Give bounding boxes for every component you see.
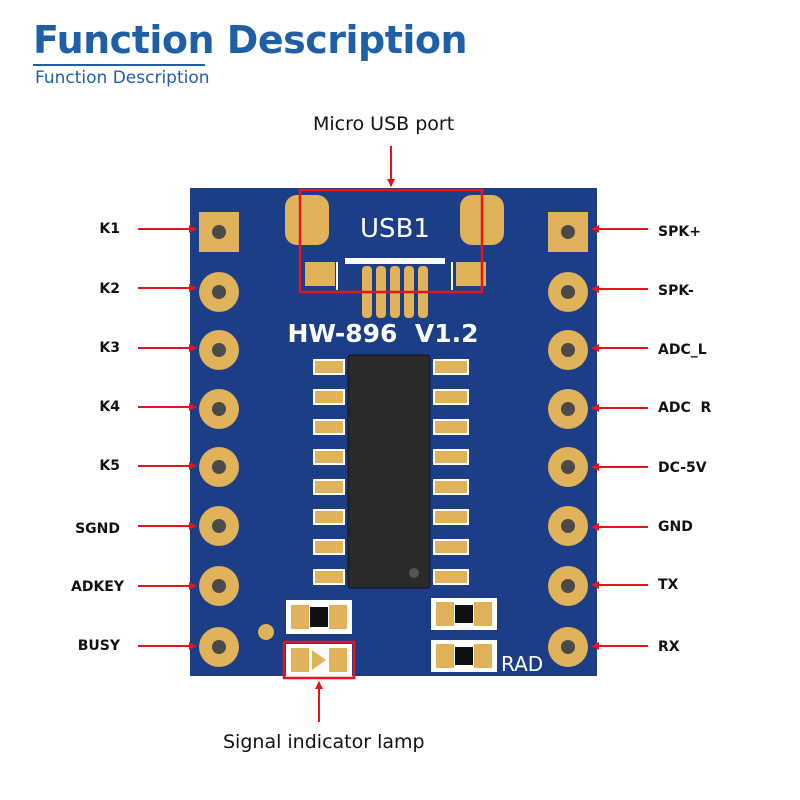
pin-label-sgnd: SGND <box>75 521 120 537</box>
usb-callout-label: Micro USB port <box>313 113 455 135</box>
right-pin-arrows <box>591 225 648 650</box>
page-title: Function Description <box>33 18 468 62</box>
usb-corner-pad-left <box>305 262 335 286</box>
pin-label-adkey: ADKEY <box>70 579 124 595</box>
pin-label-spk-plus: SPK+ <box>658 224 701 240</box>
pin-label-busy: BUSY <box>77 638 120 654</box>
pin-label-rx: RX <box>658 639 680 655</box>
pin-label-gnd: GND <box>658 519 693 535</box>
pin-label-dc-5v: DC-5V <box>658 460 707 476</box>
pin-label-k3: K3 <box>99 340 120 356</box>
pin-label-adc-l: ADC_L <box>658 342 707 358</box>
right-header-pads <box>548 212 588 667</box>
pin-label-k2: K2 <box>99 281 120 297</box>
pin-label-tx: TX <box>658 577 679 593</box>
fiducial-dot <box>258 624 274 640</box>
led-highlight-box <box>282 640 356 680</box>
pin-label-k1: K1 <box>99 221 120 237</box>
ic-pads-right <box>433 359 469 585</box>
ic-pin1-dot <box>409 568 419 578</box>
usb-silkscreen: USB1 <box>360 214 430 244</box>
pin-label-spk-minus: SPK- <box>658 283 694 299</box>
pin-label-k4: K4 <box>99 399 120 415</box>
ic-pads-left <box>313 359 345 585</box>
page-subtitle: Function Description <box>35 68 210 88</box>
left-pin-arrows <box>138 225 197 650</box>
ic-chip <box>347 354 431 589</box>
usb-highlight-box <box>298 188 484 294</box>
usb-mount-pad-left <box>285 195 329 245</box>
pin-label-adc-r: ADC R <box>658 400 712 416</box>
title-underline <box>33 64 205 66</box>
board-model-label: HW-896 V1.2 <box>288 319 479 348</box>
rad-silkscreen: RAD <box>501 652 543 676</box>
left-header-pads <box>199 212 239 667</box>
pin-label-k5: K5 <box>99 458 120 474</box>
lamp-callout-label: Signal indicator lamp <box>223 731 425 753</box>
